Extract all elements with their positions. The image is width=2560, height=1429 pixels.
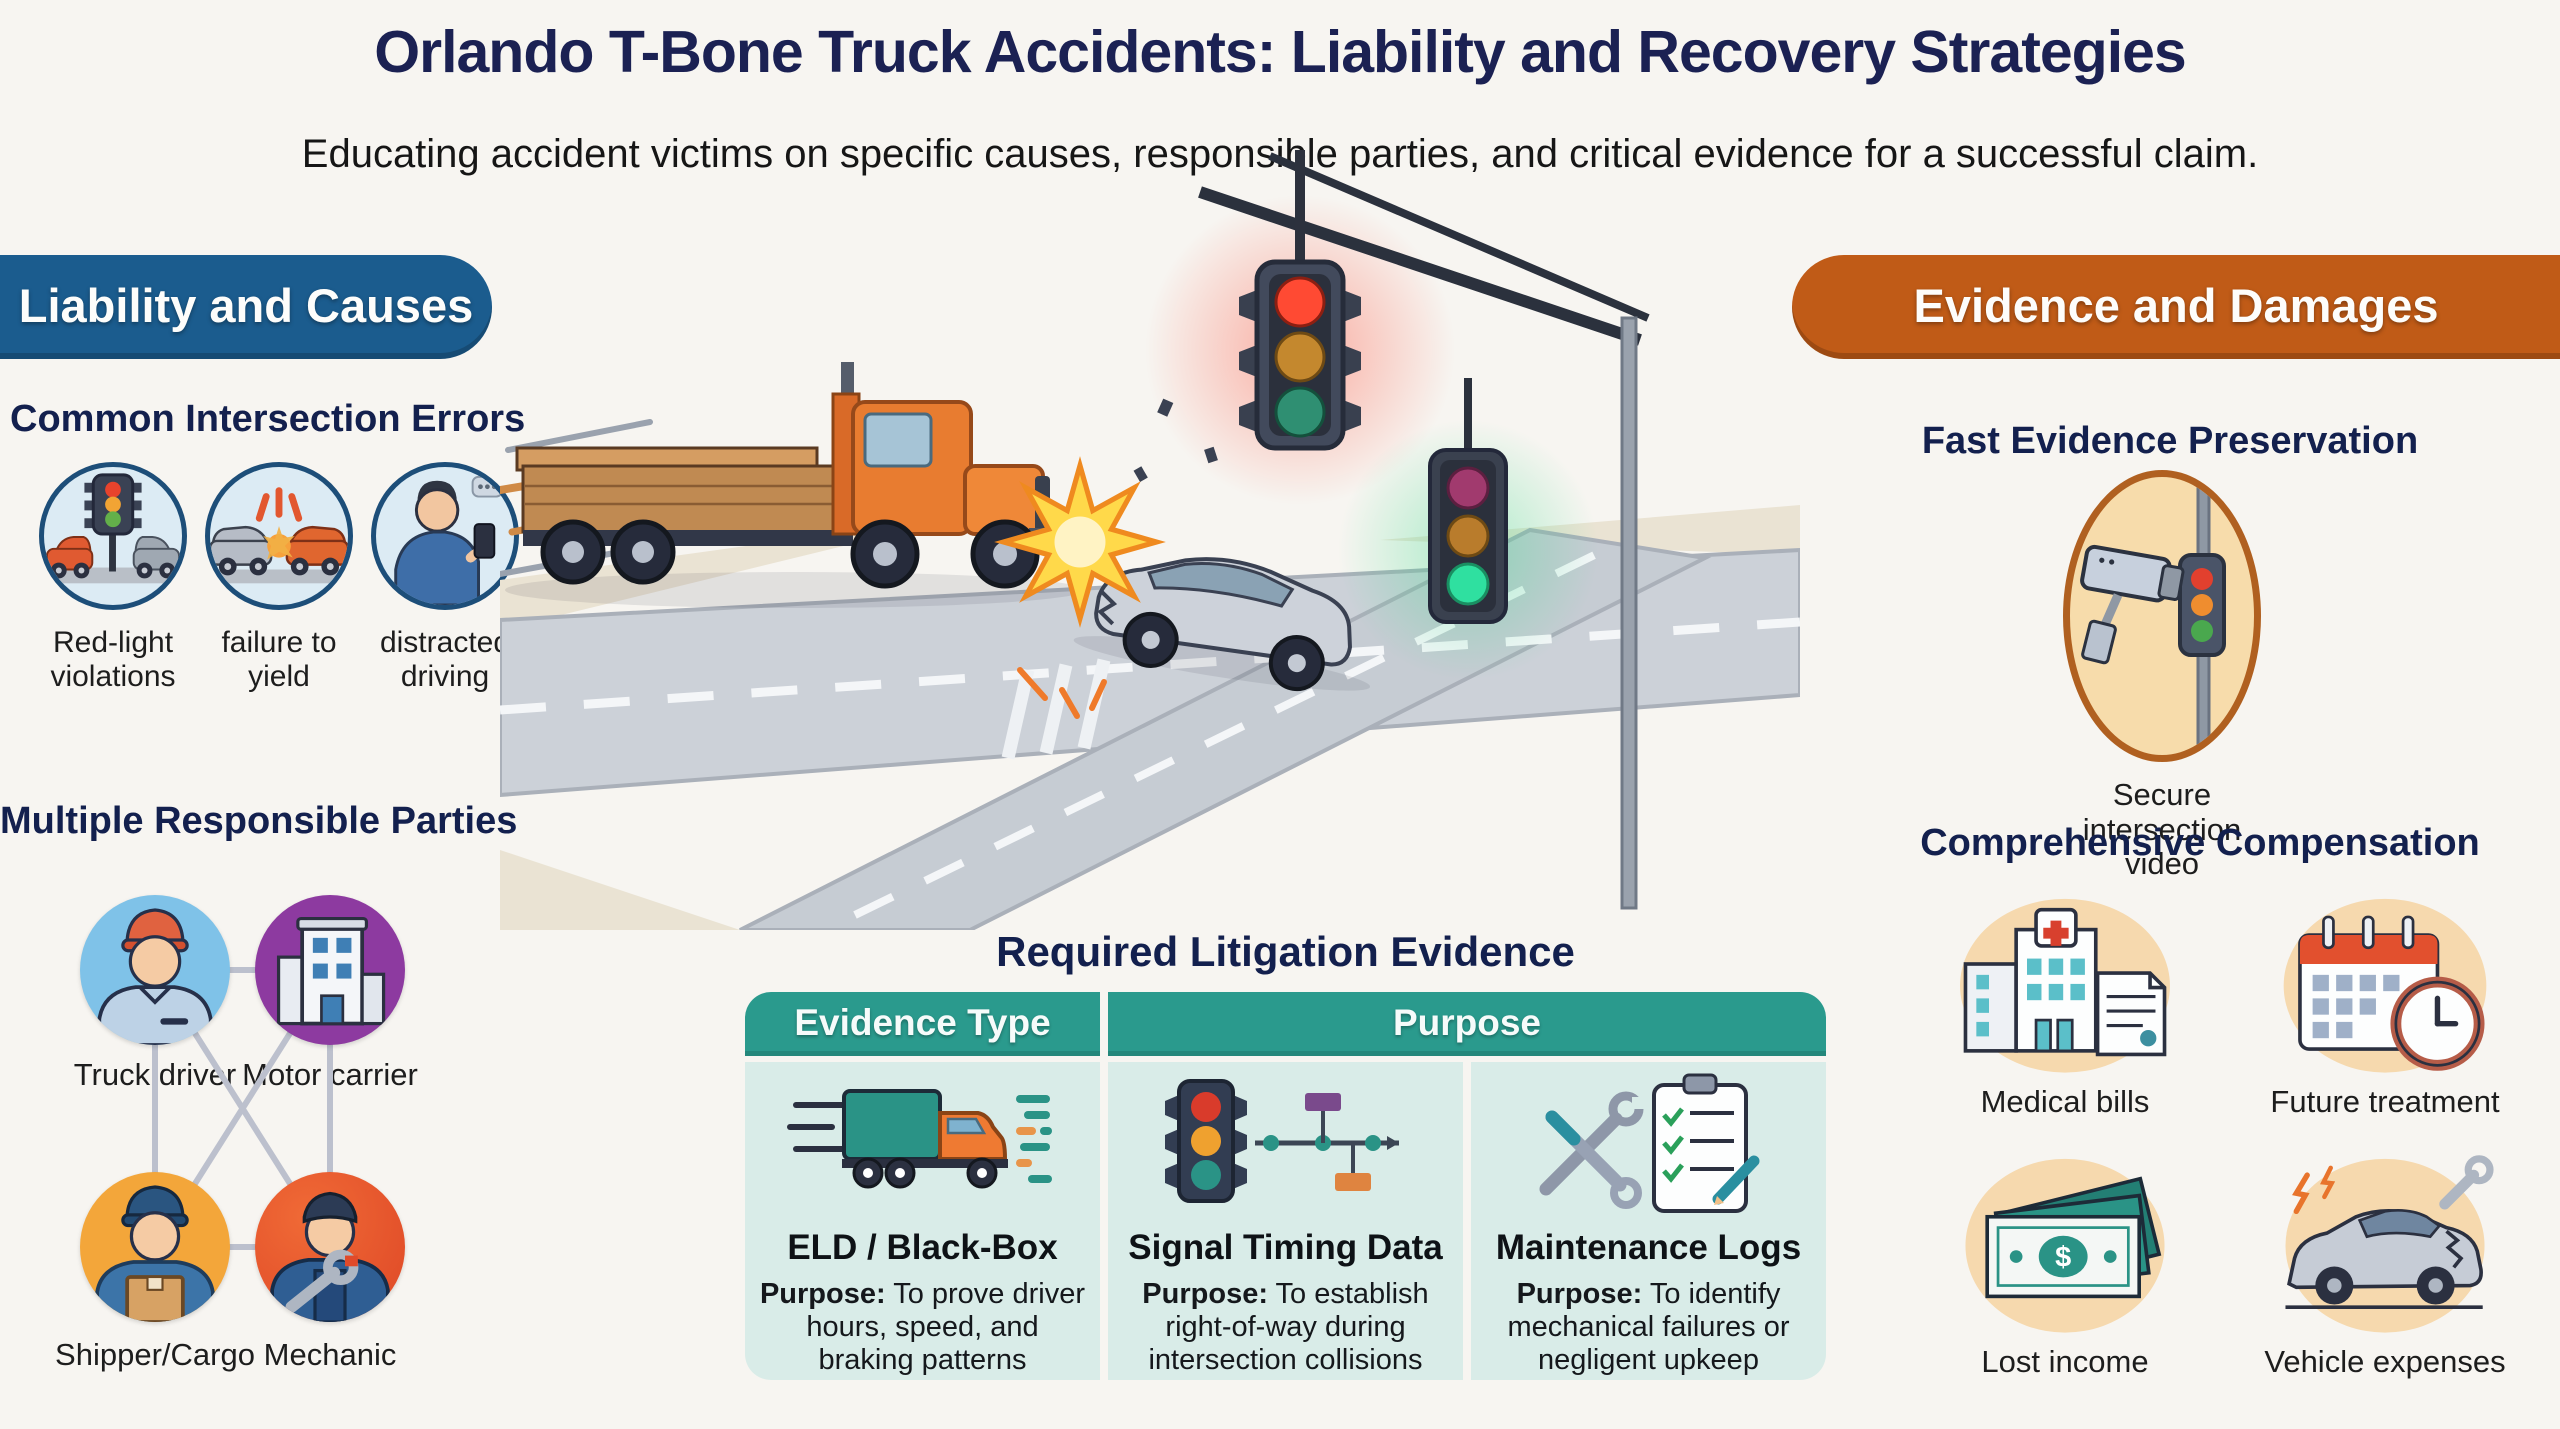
cctv-camera-icon (2063, 470, 2261, 762)
green-traffic-light (1428, 448, 1508, 624)
heading-comprehensive-compensation: Comprehensive Compensation (1920, 822, 2480, 864)
svg-text:$: $ (2055, 1242, 2071, 1274)
compensation-item-medical-bills: Medical bills (1915, 888, 2215, 1120)
signal-timeline-icon (1108, 1072, 1463, 1224)
compensation-item-future-treatment: Future treatment (2235, 888, 2535, 1120)
error-label: distracted driving (379, 626, 511, 693)
intersection-errors-row: Red-light violations (38, 462, 520, 693)
heading-fast-evidence-preservation: Fast Evidence Preservation (1921, 420, 2419, 462)
evidence-type-label: Maintenance Logs (1495, 1228, 1802, 1267)
error-item-failure-to-yield: failure to yield (204, 462, 354, 693)
crash-scene-illustration (500, 150, 1800, 930)
hospital-bill-icon (1960, 898, 2170, 1073)
wrench-checklist-icon (1471, 1072, 1826, 1224)
compensation-item-vehicle-expenses: Vehicle expenses (2235, 1148, 2535, 1380)
truck-driver-icon (80, 895, 230, 1045)
damaged-car-icon (2285, 1155, 2494, 1333)
table-row-signal-timing-data: Signal Timing Data Purpose: To establish… (1108, 1062, 1463, 1380)
calendar-clock-icon (2283, 898, 2487, 1073)
compensation-label: Lost income (1981, 1344, 2149, 1379)
banner-evidence-and-damages: Evidence and Damages (1792, 255, 2560, 359)
error-label: failure to yield (221, 626, 337, 693)
red-traffic-light (1239, 150, 1361, 451)
office-building-icon (255, 895, 405, 1045)
error-item-distracted-driving: distracted driving (370, 462, 520, 693)
column-header-purpose: Purpose (1108, 992, 1826, 1056)
shipper-box-icon (80, 1172, 230, 1322)
redlight-cars-icon (39, 462, 187, 610)
compensation-label: Medical bills (1980, 1084, 2150, 1119)
driver-phone-icon (371, 462, 519, 610)
evidence-table: Evidence Type Purpose (745, 992, 1826, 1380)
error-item-red-light: Red-light violations (38, 462, 188, 693)
evidence-purpose: Purpose: To establish right-of-way durin… (1142, 1278, 1429, 1377)
heading-multiple-responsible-parties: Multiple Responsible Parties (0, 800, 518, 842)
banner-liability-and-causes: Liability and Causes (0, 255, 492, 359)
evidence-type-label: Signal Timing Data (1128, 1228, 1443, 1267)
page-title: Orlando T-Bone Truck Accidents: Liabilit… (374, 19, 2186, 85)
compensation-label: Future treatment (2270, 1084, 2500, 1119)
page-subtitle: Educating accident victims on specific c… (301, 132, 2259, 176)
party-label-shipper-cargo: Shipper/Cargo (55, 1337, 255, 1372)
party-label-mechanic: Mechanic (263, 1337, 397, 1372)
table-row-maintenance-logs: Maintenance Logs Purpose: To identify me… (1471, 1062, 1826, 1380)
column-header-evidence-type: Evidence Type (745, 992, 1100, 1056)
evidence-purpose: Purpose: To prove driver hours, speed, a… (759, 1278, 1086, 1377)
cash-bills-icon: $ (1965, 1158, 2165, 1333)
table-row-eld-black-box: ELD / Black-Box Purpose: To prove driver… (745, 1062, 1100, 1380)
eld-truck-icon (745, 1072, 1100, 1224)
cars-collision-icon (205, 462, 353, 610)
evidence-purpose: Purpose: To identify mechanical failures… (1507, 1278, 1790, 1377)
heading-common-intersection-errors: Common Intersection Errors (10, 398, 526, 440)
evidence-table-header: Evidence Type Purpose (745, 992, 1826, 1056)
preservation-label-secure-intersection-video: Secure intersection video (2082, 777, 2242, 882)
compensation-item-lost-income: $ Lost income (1915, 1148, 2215, 1380)
heading-required-litigation-evidence: Required Litigation Evidence (996, 928, 1575, 975)
compensation-label: Vehicle expenses (2264, 1344, 2506, 1379)
error-label: Red-light violations (50, 626, 176, 693)
mechanic-wrench-icon (255, 1172, 405, 1322)
evidence-type-label: ELD / Black-Box (787, 1228, 1058, 1267)
